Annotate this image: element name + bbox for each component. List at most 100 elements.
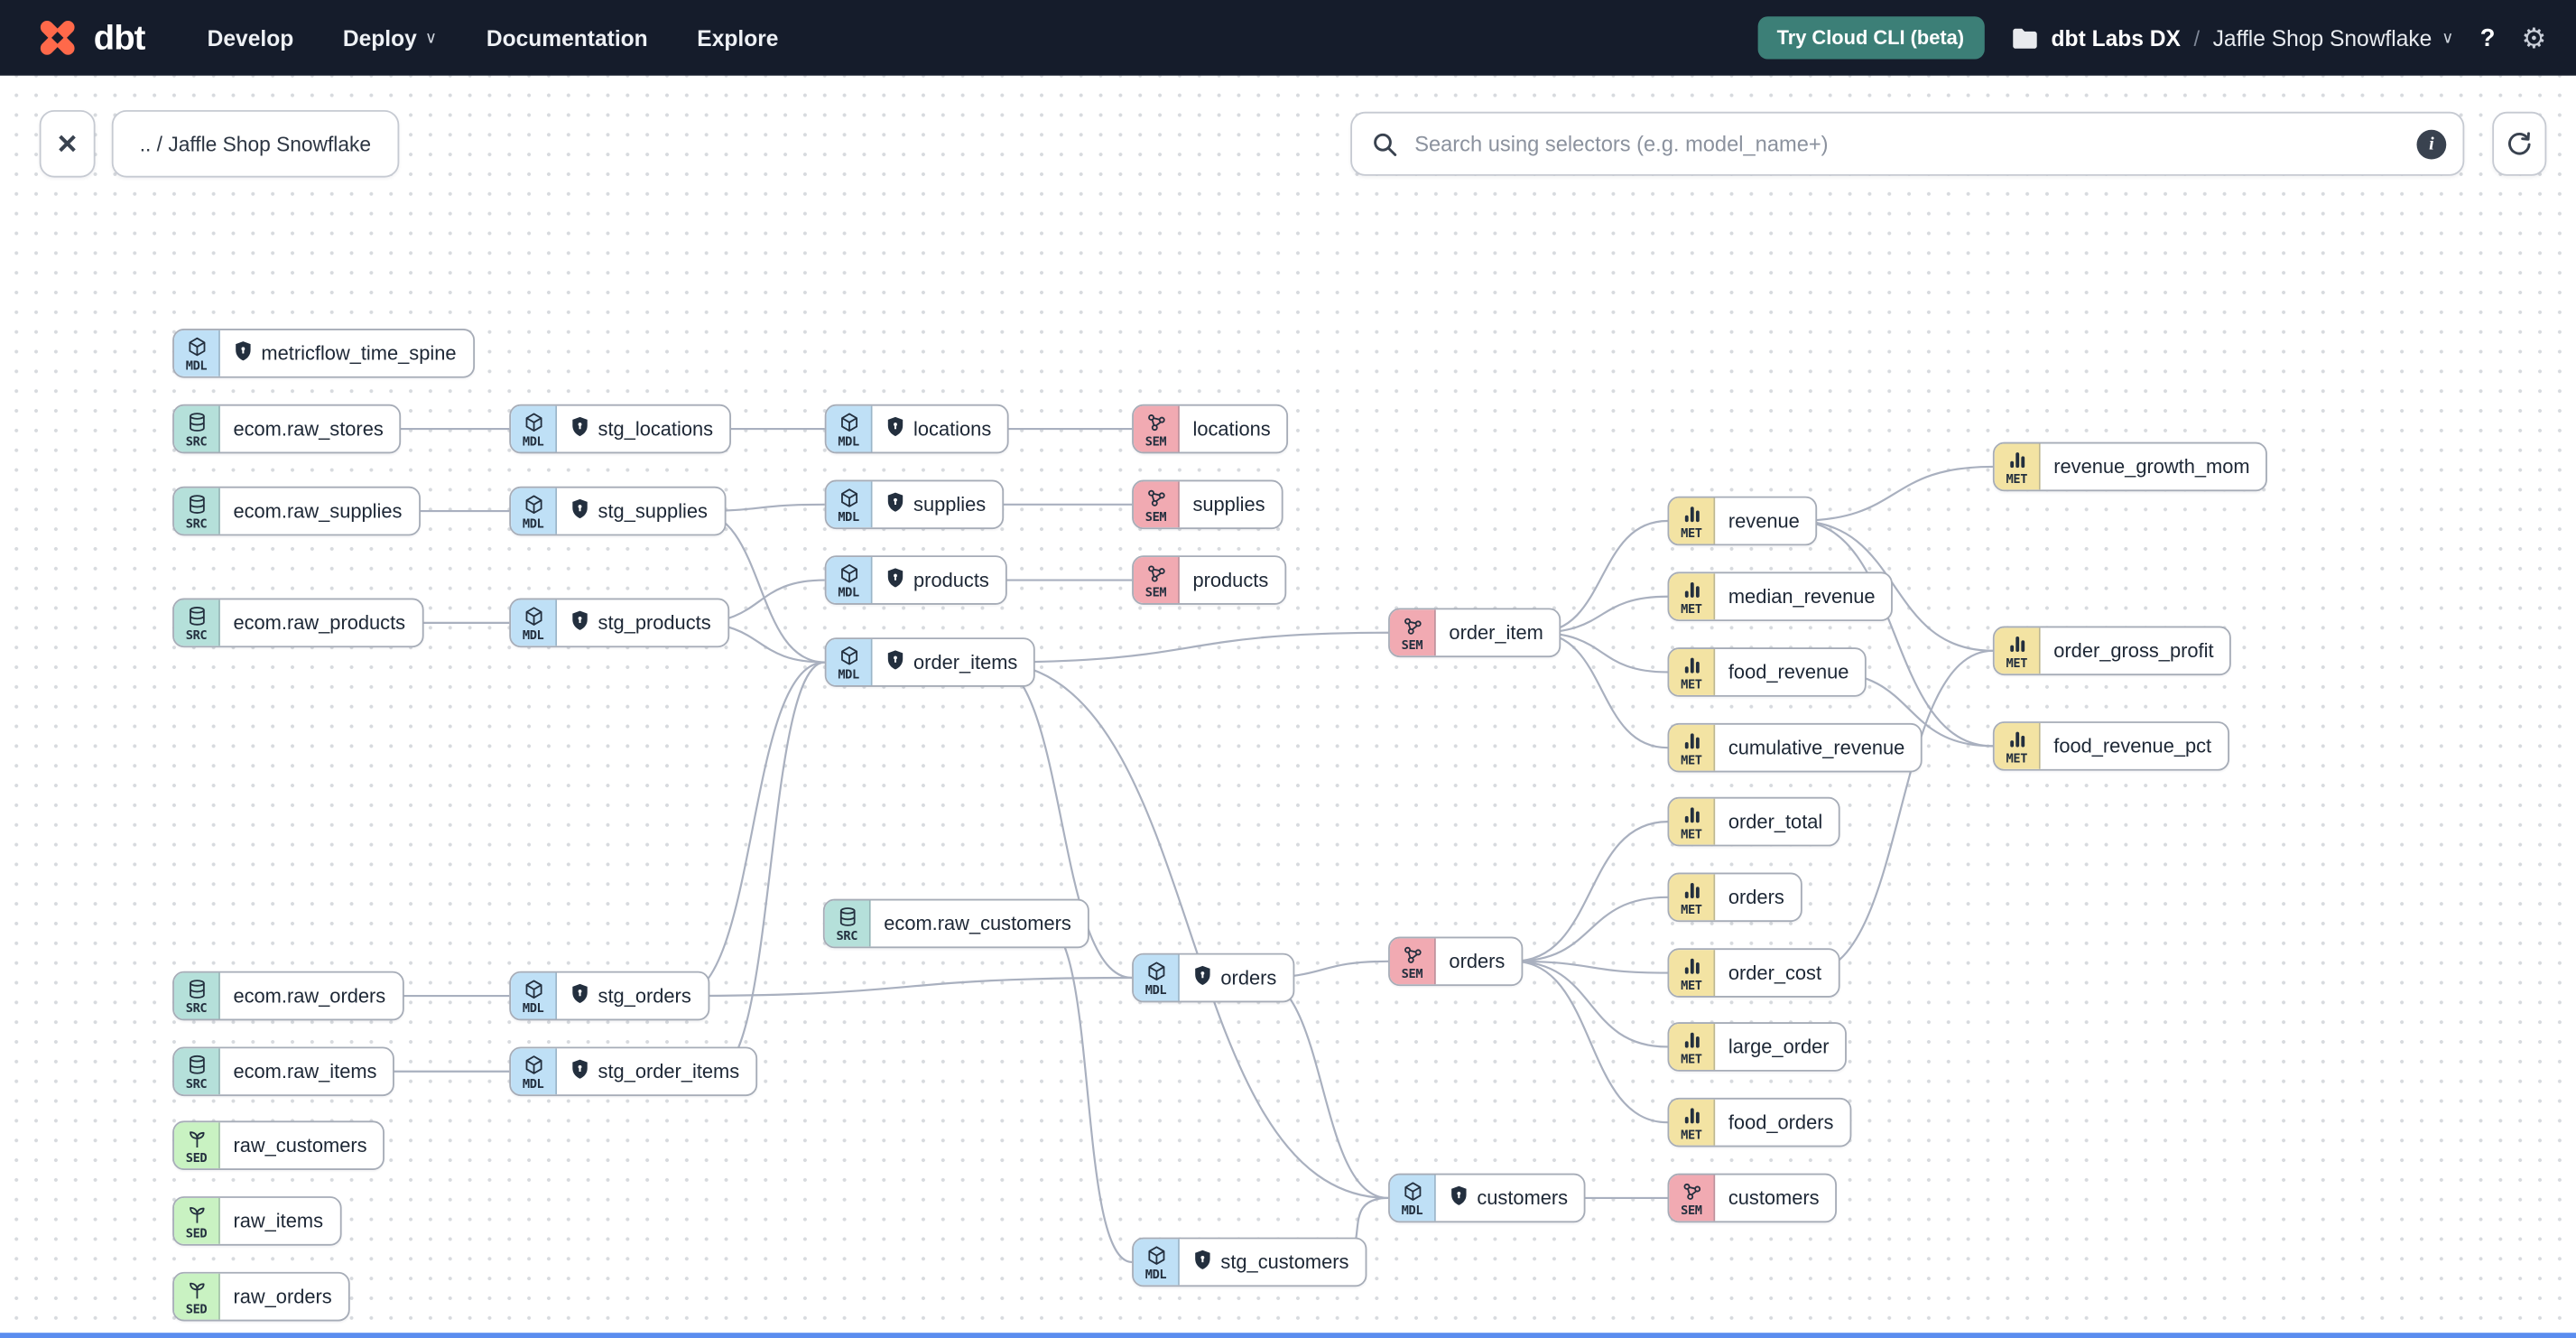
bar-chart-icon [1680,1104,1702,1127]
info-icon[interactable]: i [2416,128,2447,159]
bar-chart-icon [1680,579,1702,601]
node-type-label: SRC [185,516,208,531]
node-type-label: MDL [1401,1203,1423,1218]
help-icon[interactable]: ? [2479,23,2496,52]
gear-icon[interactable]: ⚙ [2521,22,2547,54]
cube-icon [1144,1244,1167,1267]
node-type-badge: SEM [1389,609,1436,656]
node-label: large_order [1728,1035,1830,1059]
try-cloud-cli-button[interactable]: Try Cloud CLI (beta) [1756,16,1984,60]
node-type-badge: MET [1994,627,2041,674]
shield-icon [570,982,590,1008]
node-label: ecom.raw_supplies [233,499,403,523]
cube-icon [1401,1180,1423,1203]
node-type-label: MET [1681,902,1702,917]
dag-node-ecom-raw-items[interactable]: SRC ecom.raw_items [172,1046,395,1097]
close-lineage-button[interactable]: ✕ [39,109,96,178]
dag-node-order-item[interactable]: SEM order_item [1388,608,1561,658]
node-label: order_item [1449,621,1543,645]
sprout-icon [185,1128,208,1150]
project-selector[interactable]: Jaffle Shop Snowflake ∨ [2212,25,2454,51]
node-type-badge: SRC [173,972,220,1019]
dag-node-customers[interactable]: MDL customers [1388,1173,1587,1223]
dbt-logo[interactable]: dbt [32,14,145,63]
database-icon [185,411,208,433]
nav-item-develop[interactable]: Develop [207,25,294,51]
node-type-label: SRC [185,1000,208,1016]
shield-icon [570,416,590,442]
node-type-badge: SED [173,1273,220,1320]
node-type-badge: MET [1994,443,2041,490]
bar-chart-icon [1680,804,1702,826]
dag-edge [1513,960,1668,1124]
search-input[interactable] [1411,129,2417,158]
sprout-icon [185,1278,208,1301]
node-type-badge: SRC [173,1048,220,1095]
nav-item-documentation[interactable]: Documentation [486,25,648,51]
nav-item-explore[interactable]: Explore [697,25,779,51]
node-label: customers [1436,1175,1584,1221]
node-type-label: MDL [838,667,859,683]
nav-item-deploy[interactable]: Deploy∨ [342,25,438,51]
close-icon: ✕ [56,130,79,159]
node-label: orders [1449,950,1506,973]
node-label: order_total [1728,810,1823,833]
breadcrumb-slash: / [2193,25,2201,51]
cube-icon [522,978,544,1000]
node-label: food_revenue_pct [2053,734,2212,758]
bottom-scroll-indicator[interactable] [0,1333,2576,1338]
node-label: ecom.raw_items [233,1060,377,1083]
dag-node-ecom-raw-supplies[interactable]: SRC ecom.raw_supplies [172,486,421,536]
node-type-label: MDL [1144,982,1167,998]
folder-icon [2012,27,2036,48]
chevron-down-icon: ∨ [2442,28,2454,47]
node-type-label: MDL [522,1076,544,1092]
node-label: stg_locations [557,406,729,452]
shield-icon [233,340,253,367]
refresh-button[interactable] [2492,111,2547,176]
graph-icon [1144,411,1167,433]
account-name[interactable]: dbt Labs DX [2051,25,2181,51]
lineage-breadcrumb-button[interactable]: .. / Jaffle Shop Snowflake [111,109,399,178]
bar-chart-icon [1680,955,1702,978]
node-type-badge: SRC [173,599,220,646]
graph-icon [1144,487,1167,509]
